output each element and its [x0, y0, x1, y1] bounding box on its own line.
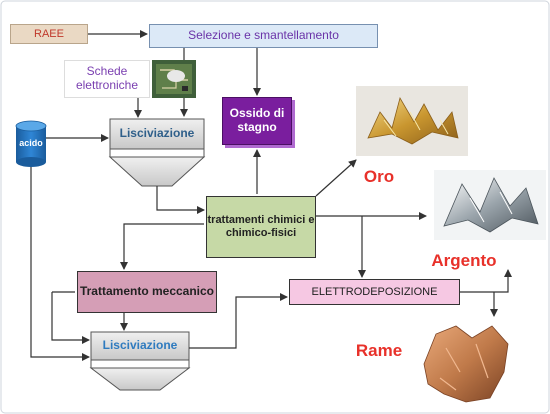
arrow-leaching-bottom-to-electro [189, 293, 288, 349]
copper-label: Rame [355, 341, 403, 361]
arrow-left-loop [51, 292, 90, 344]
acid-tank-icon [15, 120, 47, 167]
selection-dismantling-box: Selezione e smantellamento [149, 24, 378, 48]
silver-label: Argento [431, 251, 497, 271]
gold-nugget-image [356, 86, 468, 156]
leaching-vessel-top [108, 118, 206, 187]
gold-label: Oro [363, 167, 395, 187]
leaching-top-label: Lisciviazione [119, 126, 195, 141]
chemical-treatment-box: trattamenti chimici e chimico-fisici [206, 196, 316, 258]
arrow-acid-to-leaching-bottom [30, 167, 90, 361]
leaching-vessel-bottom [89, 331, 191, 391]
circuit-board-image [152, 60, 196, 98]
acid-label: acido [19, 137, 43, 148]
arrow-leaching-to-treatment [156, 186, 205, 214]
electrodeposition-box: ELETTRODEPOSIZIONE [289, 279, 460, 305]
arrow-treatment-to-mechanical [120, 223, 204, 270]
silver-crystal-image [434, 170, 546, 240]
arrow-treatment-to-gold [315, 159, 357, 197]
arrow-electro-to-silver [460, 269, 512, 293]
mechanical-treatment-box: Trattamento meccanico [77, 271, 217, 313]
raee-source-box: RAEE [10, 24, 88, 44]
copper-nugget-image [412, 318, 516, 408]
electronic-boards-label: Schede elettroniche [64, 60, 150, 98]
leaching-bottom-label: Lisciviazione [102, 338, 178, 353]
tin-oxide-box: Ossido di stagno [222, 97, 292, 145]
